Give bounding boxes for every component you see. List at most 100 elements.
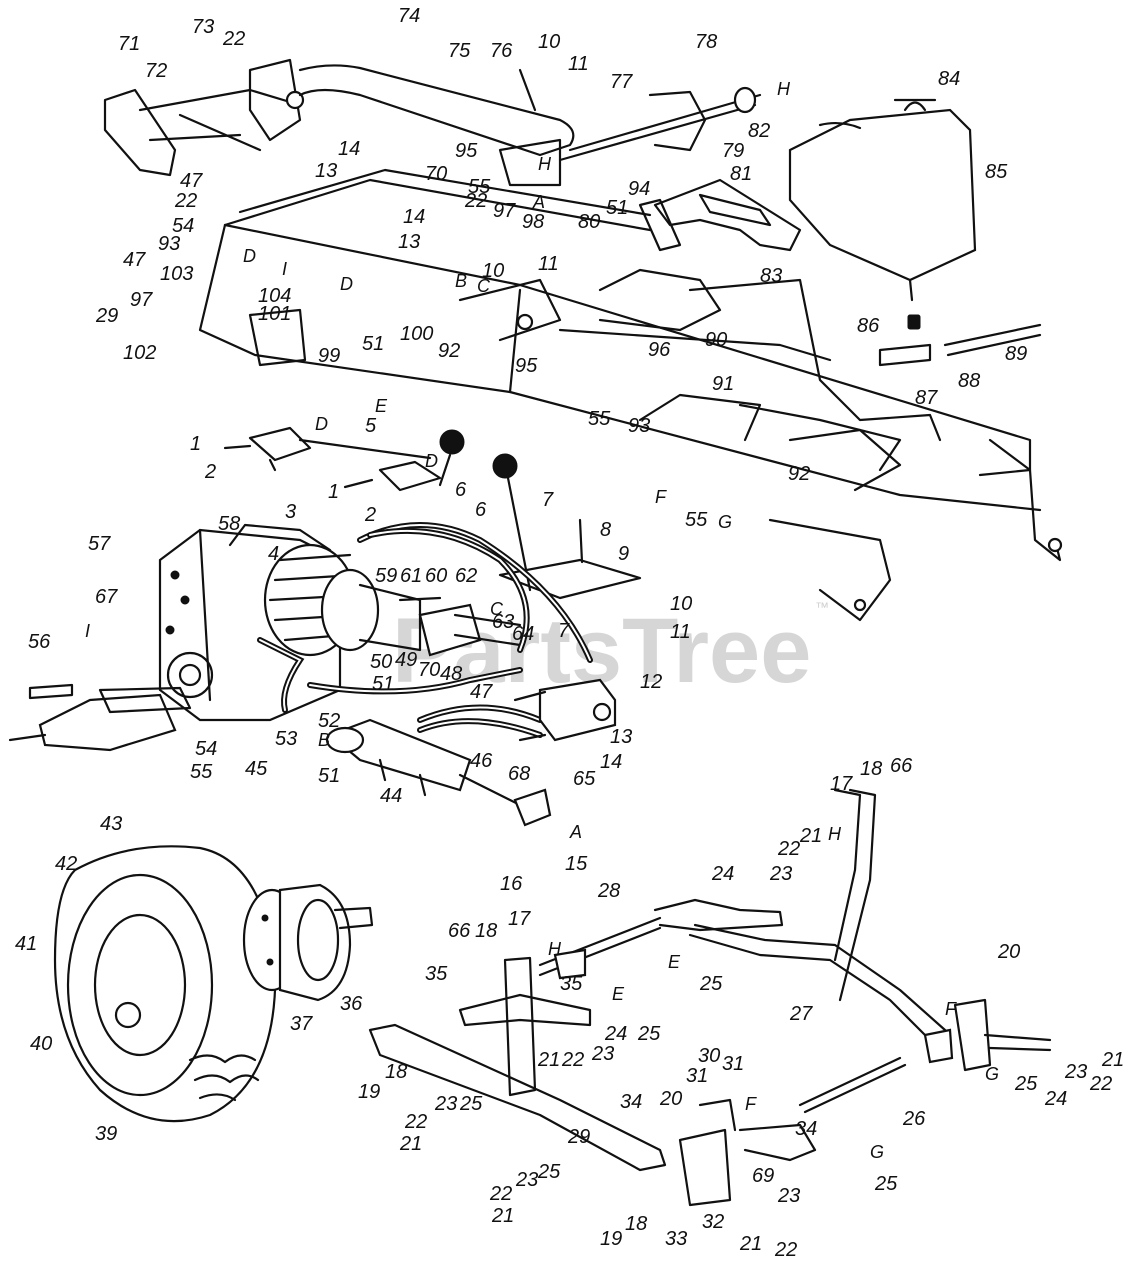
callout-35: 35 — [560, 973, 583, 995]
letter-d: D — [340, 274, 353, 294]
callout-24: 24 — [1044, 1088, 1067, 1110]
callout-58: 58 — [218, 513, 240, 535]
letter-c: C — [490, 599, 504, 619]
callout-24: 24 — [604, 1023, 627, 1045]
callout-45: 45 — [245, 758, 268, 780]
callout-104: 104 — [258, 285, 291, 307]
callout-23: 23 — [769, 863, 792, 885]
letter-g: G — [985, 1064, 999, 1084]
callout-53: 53 — [275, 728, 297, 750]
callout-17: 17 — [830, 773, 853, 795]
callout-59: 59 — [375, 565, 397, 587]
callout-102: 102 — [123, 342, 156, 364]
callout-55: 55 — [190, 761, 213, 783]
letter-f: F — [745, 1094, 757, 1114]
main-frame — [198, 168, 1063, 622]
callout-7: 7 — [542, 489, 554, 511]
letter-b: B — [455, 271, 467, 291]
letter-e: E — [612, 984, 625, 1004]
callout-1: 1 — [328, 481, 339, 503]
callout-92: 92 — [438, 340, 460, 362]
callout-21: 21 — [739, 1233, 762, 1255]
callout-25: 25 — [537, 1161, 561, 1183]
callout-66: 66 — [448, 920, 471, 942]
callout-99: 99 — [318, 345, 340, 367]
callout-4: 4 — [268, 543, 279, 565]
letter-d: D — [243, 246, 256, 266]
valve-12 — [513, 678, 617, 742]
callout-21: 21 — [1101, 1049, 1124, 1071]
callout-43: 43 — [100, 813, 122, 835]
callout-97: 97 — [130, 289, 153, 311]
callout-19: 19 — [358, 1081, 380, 1103]
callout-9: 9 — [618, 543, 629, 565]
callout-89: 89 — [1005, 343, 1027, 365]
callout-42: 42 — [55, 853, 77, 875]
letter-a: A — [569, 822, 582, 842]
callout-13: 13 — [610, 726, 632, 748]
cylinder-44 — [325, 718, 552, 827]
callout-90: 90 — [705, 329, 727, 351]
callout-22: 22 — [174, 190, 197, 212]
callout-13: 13 — [315, 160, 337, 182]
callout-21: 21 — [491, 1205, 514, 1227]
callout-labels: 74 73 22 71 72 75 76 10 11 78 77 84 85 9… — [15, 5, 1124, 1261]
callout-79: 79 — [722, 140, 744, 162]
callout-34: 34 — [620, 1091, 642, 1113]
callout-22: 22 — [561, 1049, 584, 1071]
callout-49: 49 — [395, 649, 417, 671]
callout-51: 51 — [362, 333, 384, 355]
callout-29: 29 — [567, 1126, 590, 1148]
callout-52: 52 — [318, 710, 340, 732]
callout-61: 61 — [400, 565, 422, 587]
part-arm-75 — [298, 64, 762, 187]
letter-c: C — [477, 276, 491, 296]
callout-34: 34 — [795, 1118, 817, 1140]
fuel-tank-85 — [788, 98, 977, 302]
callout-47: 47 — [470, 681, 493, 703]
watermark-trademark: ™ — [815, 599, 829, 615]
callout-51: 51 — [318, 765, 340, 787]
callout-77: 77 — [610, 71, 633, 93]
callout-18: 18 — [385, 1061, 407, 1083]
callout-91: 91 — [712, 373, 734, 395]
callout-70: 70 — [418, 659, 440, 681]
callout-55: 55 — [468, 176, 491, 198]
part-bracket-71 — [103, 58, 305, 177]
callout-71: 71 — [118, 33, 140, 55]
callout-13: 13 — [398, 231, 420, 253]
callout-26: 26 — [902, 1108, 926, 1130]
letter-h: H — [548, 939, 562, 959]
linkage-arms — [368, 788, 1052, 1207]
wheel-43 — [53, 845, 277, 1123]
callout-72: 72 — [145, 60, 167, 82]
callout-22: 22 — [489, 1183, 512, 1205]
callout-68: 68 — [508, 763, 530, 785]
letter-g: G — [870, 1142, 884, 1162]
callout-22: 22 — [222, 28, 245, 50]
callout-64: 64 — [512, 623, 534, 645]
callout-23: 23 — [515, 1169, 538, 1191]
callout-1: 1 — [190, 433, 201, 455]
callout-15: 15 — [565, 853, 588, 875]
callout-18: 18 — [475, 920, 497, 942]
callout-2: 2 — [364, 504, 376, 526]
callout-25: 25 — [1014, 1073, 1038, 1095]
callout-97: 97 — [493, 200, 516, 222]
callout-11: 11 — [670, 621, 691, 643]
callout-87: 87 — [915, 387, 938, 409]
letter-d: D — [425, 451, 438, 471]
callout-70: 70 — [425, 163, 447, 185]
callout-51: 51 — [372, 673, 394, 695]
callout-69: 69 — [752, 1165, 774, 1187]
callout-14: 14 — [338, 138, 360, 160]
motor-assembly — [263, 543, 522, 657]
part-bracket-81 — [653, 178, 802, 252]
callout-21: 21 — [399, 1133, 422, 1155]
callout-25: 25 — [637, 1023, 661, 1045]
callout-18: 18 — [860, 758, 882, 780]
callout-23: 23 — [1064, 1061, 1087, 1083]
callout-54: 54 — [195, 738, 217, 760]
callout-14: 14 — [403, 206, 425, 228]
letter-g: G — [718, 512, 732, 532]
